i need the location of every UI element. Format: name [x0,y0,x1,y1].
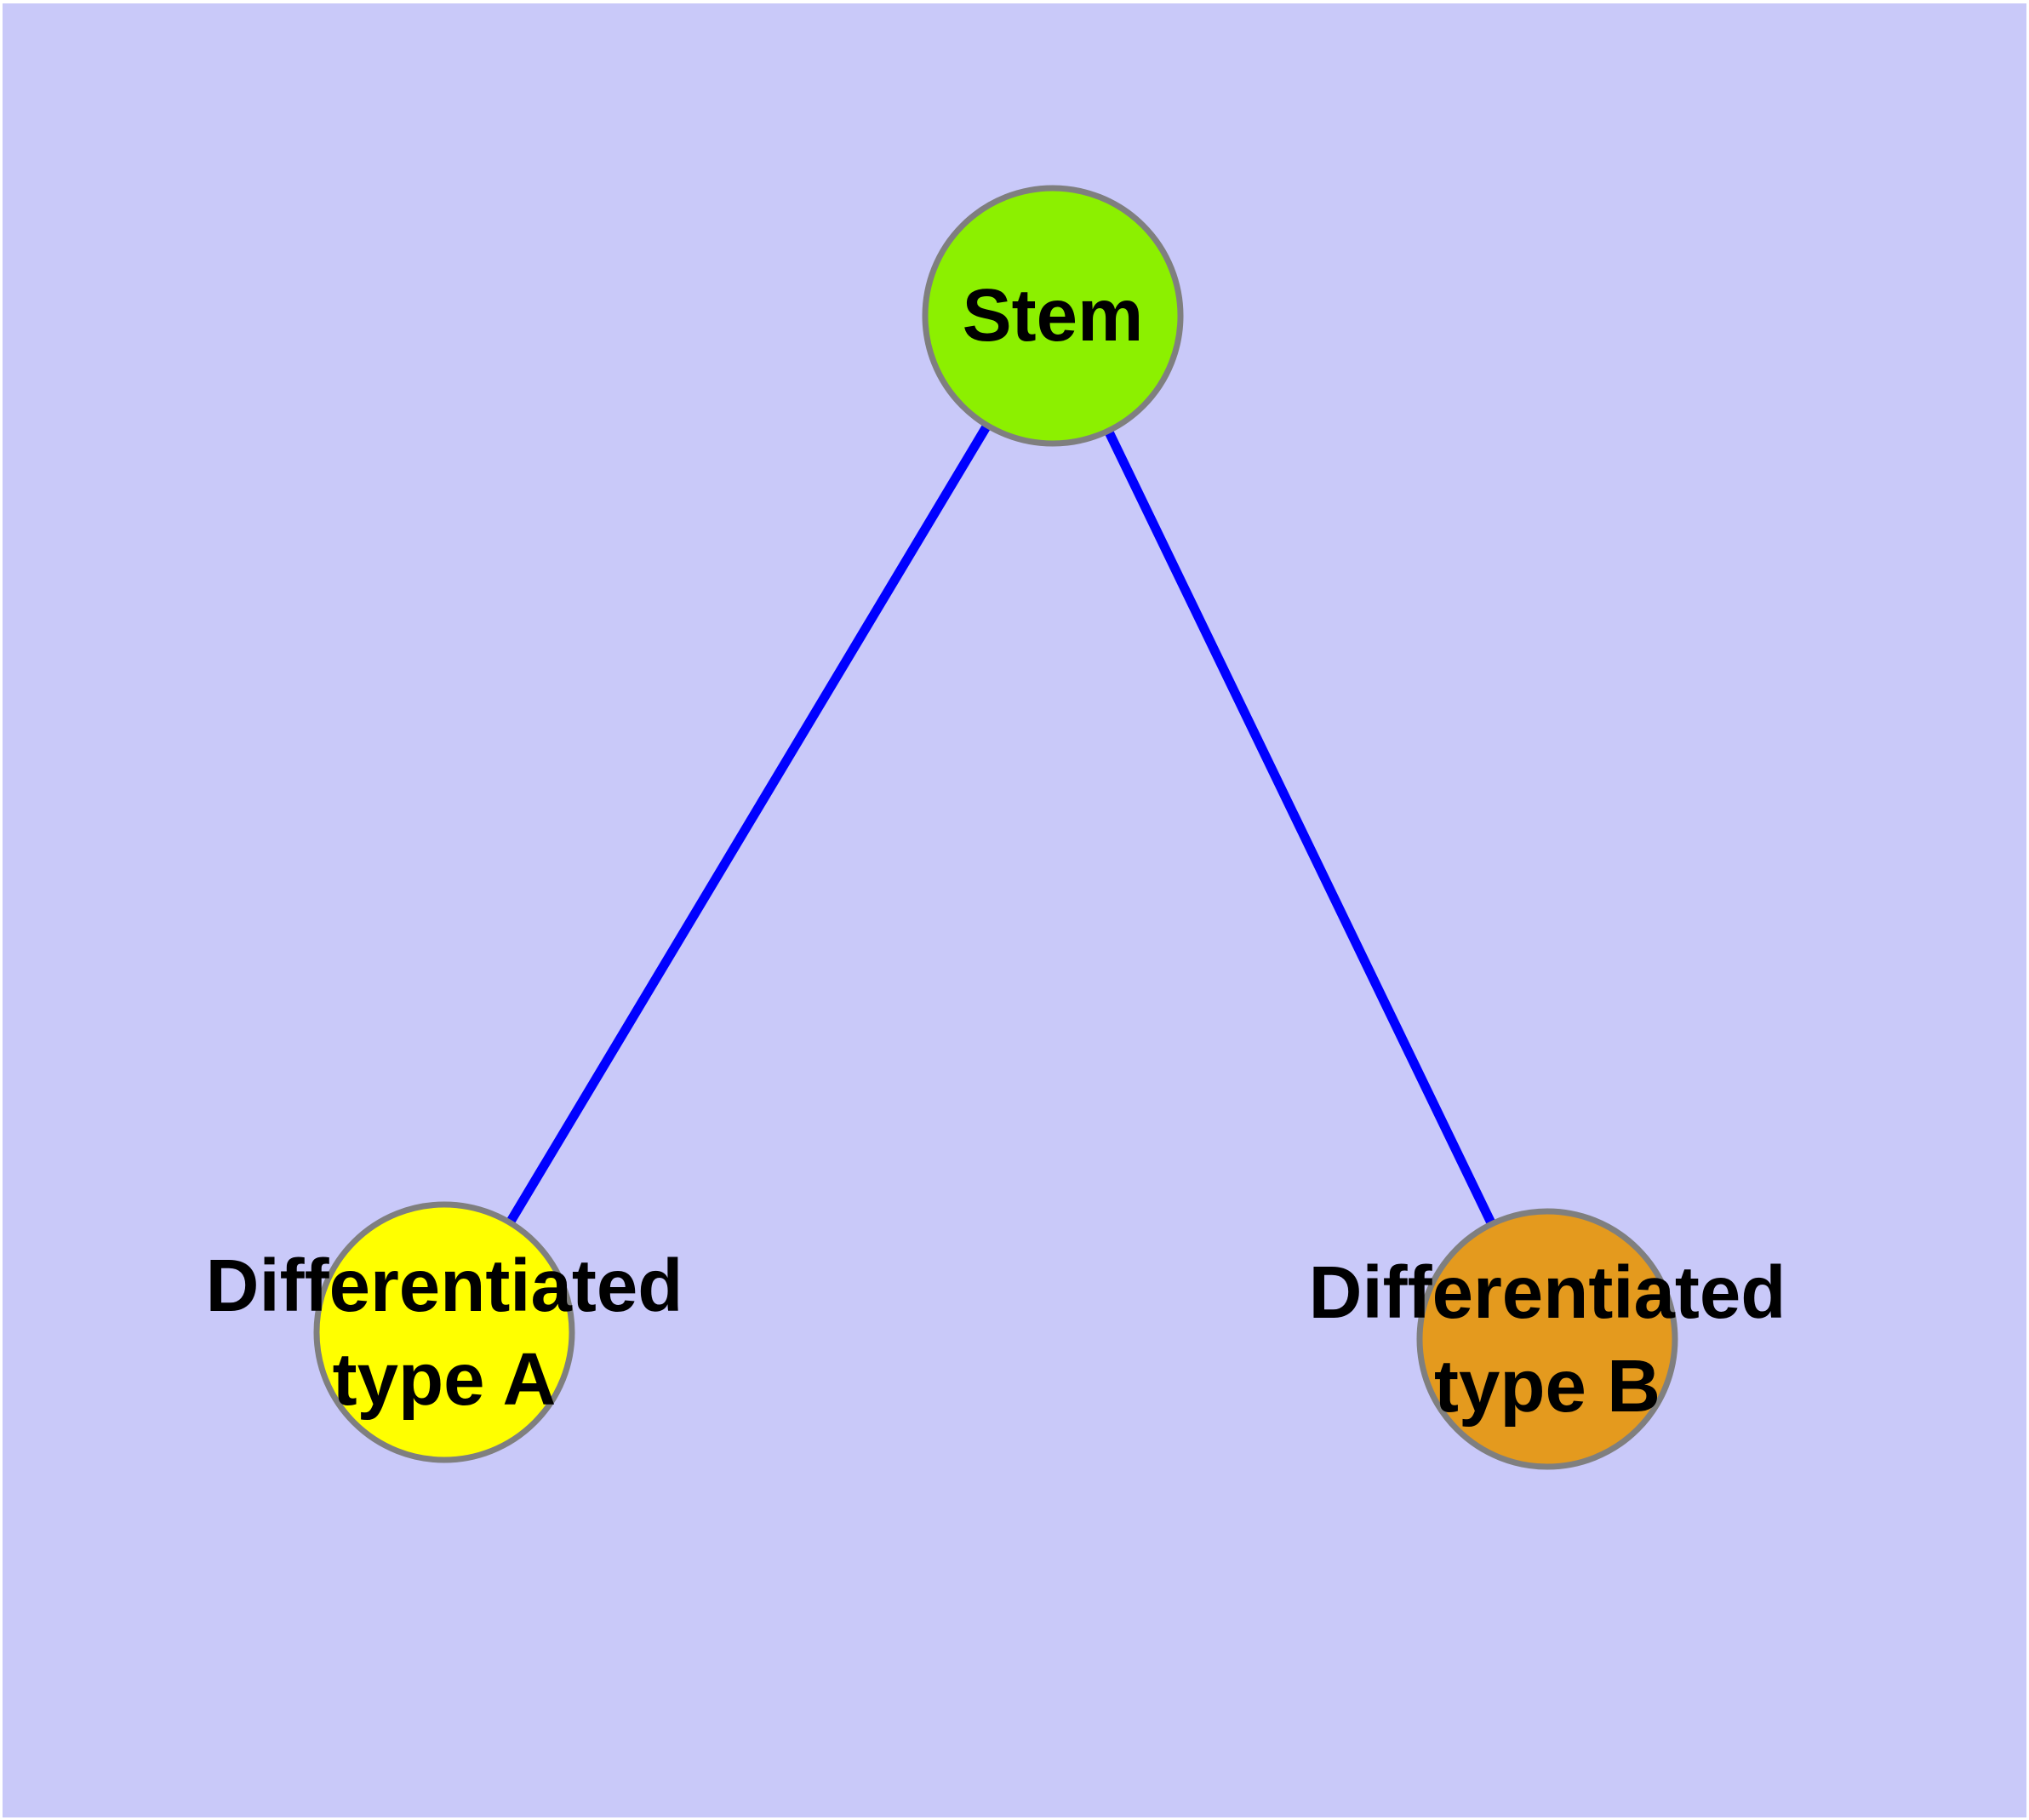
node-type-a-circle [313,1201,575,1463]
node-stem-circle [922,185,1184,447]
edge-stem-to-type-a [440,313,1057,1335]
node-type-b-circle [1416,1208,1678,1470]
edge-stem-to-type-b [1049,313,1552,1342]
